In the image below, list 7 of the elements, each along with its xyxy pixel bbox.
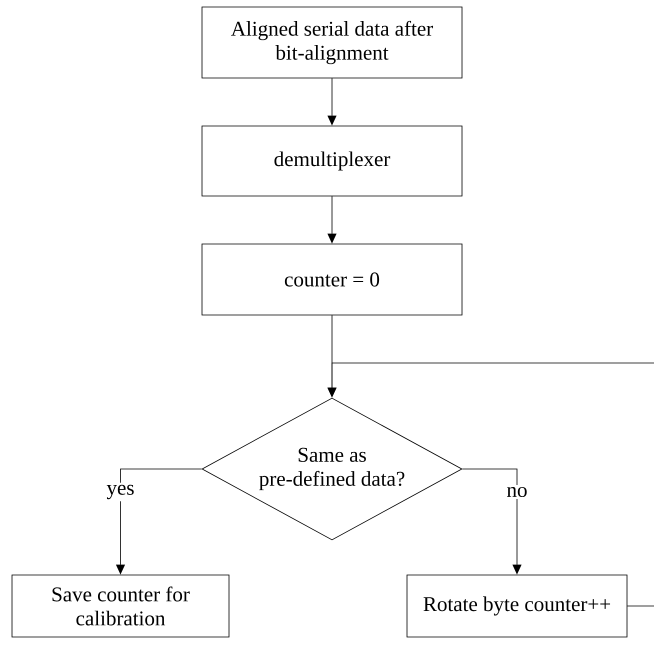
process-box: demultiplexer (202, 126, 462, 196)
process-box: counter = 0 (202, 244, 462, 316)
edge-label: no (504, 484, 530, 500)
edge-label: yes (104, 482, 136, 502)
process-box: Rotate byte counter++ (406, 574, 628, 638)
process-box: Save counter for calibration (12, 574, 230, 638)
process-box: Aligned serial data after bit-alignment (202, 6, 462, 78)
